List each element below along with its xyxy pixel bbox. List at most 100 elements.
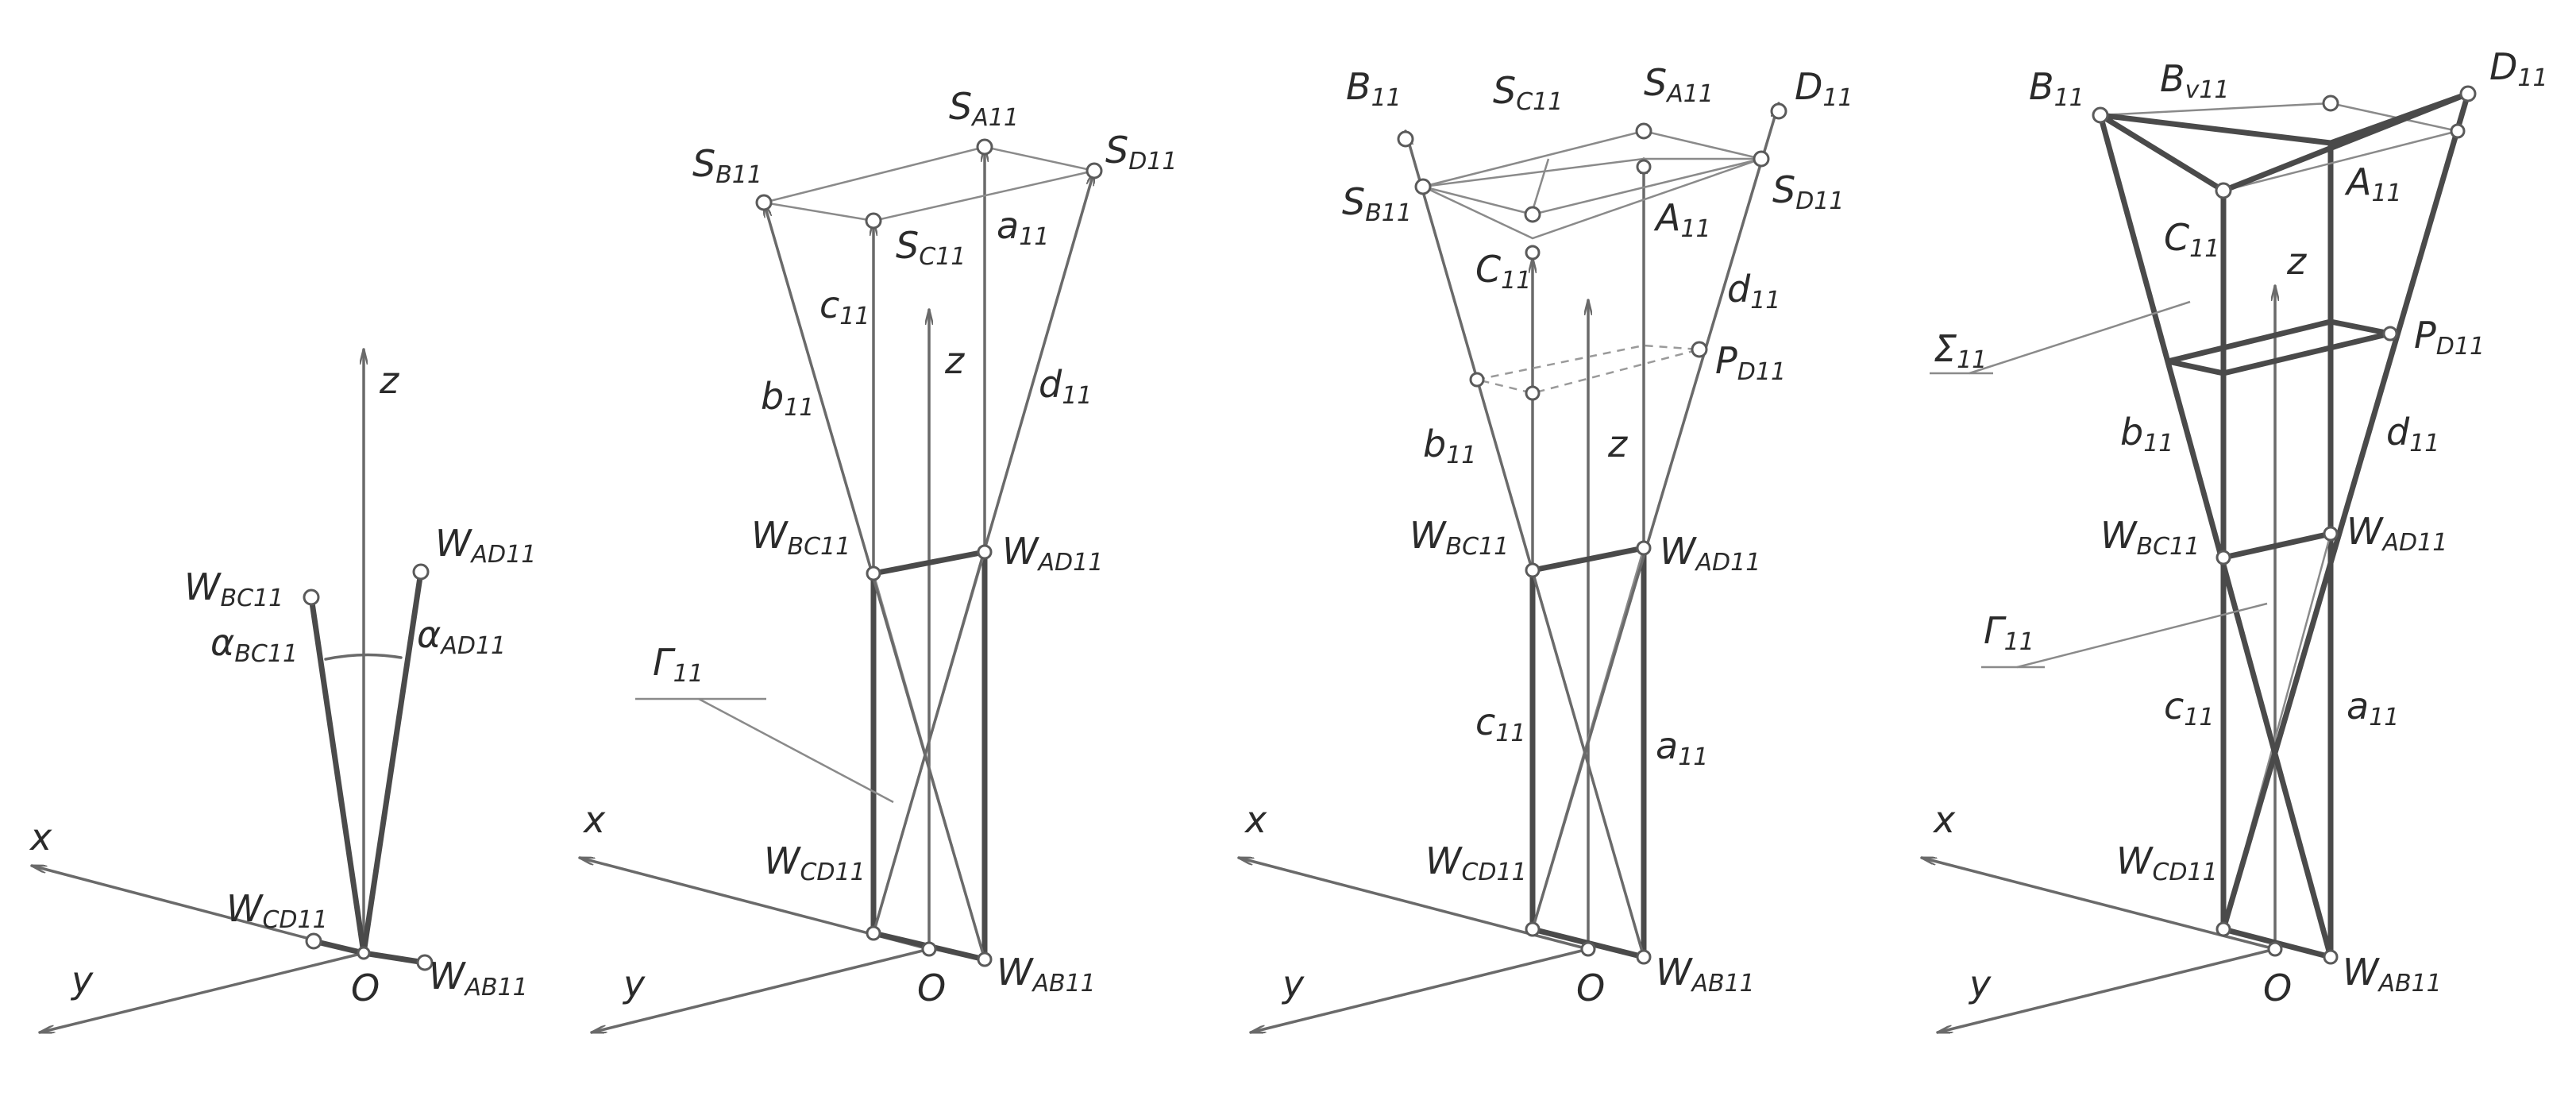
point-origin (921, 941, 937, 957)
point-w-bc (2215, 550, 2231, 565)
point-w-bc (866, 565, 881, 581)
label-C: C11 (1475, 248, 1531, 295)
label-B: B11 (1346, 65, 1402, 112)
vector-d (1531, 102, 1780, 931)
label-c: c11 (819, 284, 870, 330)
label-y: y (622, 963, 646, 1005)
vector-w-bc (308, 594, 367, 956)
label-w-cd: WCD11 (226, 887, 328, 934)
label-gamma: Γ11 (1984, 609, 2034, 656)
label-origin: O (351, 967, 380, 1009)
point-B (2092, 106, 2109, 124)
x-axis (1920, 856, 2277, 951)
point-origin (2267, 941, 2283, 957)
point-w-ab (1636, 949, 1652, 965)
label-A: A11 (2344, 160, 2402, 207)
point-origin (357, 946, 371, 960)
point-D-lower (2450, 123, 2466, 139)
label-c: c11 (2164, 685, 2214, 731)
leader-gamma (2016, 602, 2268, 669)
point-w-ad (977, 544, 993, 560)
vector-b (1404, 129, 1645, 959)
label-sigma: Σ11 (1934, 327, 1987, 374)
edge-w-bc-w-ad (1529, 545, 1647, 573)
section-sigma (2165, 318, 2393, 376)
point-section-b (1469, 372, 1485, 388)
point-s-c (865, 212, 882, 230)
top-plane (763, 145, 1095, 222)
label-d: d11 (2386, 411, 2439, 457)
point-s-c (1524, 206, 1541, 223)
label-y: y (70, 959, 94, 1001)
label-s-c: SC11 (896, 224, 966, 271)
vector-w-ad (361, 569, 424, 956)
label-w-ad: WAD11 (1660, 530, 1760, 577)
label-a: a11 (997, 204, 1049, 251)
point-c (1525, 245, 1541, 260)
label-s-b: SB11 (1342, 180, 1412, 227)
label-w-ad: WAD11 (2347, 510, 2447, 557)
point-s-a (976, 138, 993, 156)
label-w-bc: WBC11 (751, 514, 850, 561)
vector-w-cd (310, 938, 367, 956)
y-axis (590, 947, 931, 1034)
label-w-cd: WCD11 (1425, 839, 1527, 886)
point-origin (1580, 941, 1596, 957)
point-s-b (1414, 178, 1432, 195)
label-y: y (1968, 963, 1992, 1005)
label-x: x (29, 816, 52, 859)
point-D (2459, 85, 2477, 102)
label-s-a: SA11 (1644, 61, 1714, 108)
label-origin: O (2263, 967, 2292, 1009)
label-w-bc: WBC11 (2100, 514, 2200, 561)
leader-gamma (698, 697, 894, 804)
y-axis (1936, 947, 2277, 1034)
label-alpha-ad: αAD11 (417, 613, 506, 660)
label-x: x (1244, 798, 1267, 841)
point-s-a (1635, 122, 1652, 140)
label-z: z (379, 359, 399, 402)
point-d (1770, 102, 1787, 120)
point-w-ad (2323, 526, 2339, 542)
point-b (1397, 130, 1414, 148)
figure-2: SB11 SA11 SD11 SC11 a11 c11 z d11 b11 WB… (578, 85, 1177, 1034)
point-s-d (1086, 162, 1103, 179)
label-a: a11 (1656, 724, 1708, 771)
label-origin: O (917, 967, 946, 1009)
top-plane-upper (1422, 129, 1762, 216)
label-s-a: SA11 (949, 85, 1019, 132)
label-s-b: SB11 (692, 142, 762, 189)
angle-arc (324, 653, 403, 661)
edge-w-bc-w-ad (870, 549, 988, 577)
label-b: b11 (2120, 411, 2173, 457)
label-w-bc: WBC11 (1409, 514, 1509, 561)
label-d: d11 (1039, 363, 1092, 410)
label-p-d: PD11 (1715, 339, 1786, 386)
label-s-c: SC11 (1493, 69, 1563, 116)
point-w-cd (866, 925, 881, 941)
label-x: x (1932, 798, 1956, 841)
vector-b (762, 201, 986, 961)
point-w-ab (2323, 949, 2339, 965)
label-alpha-bc: αBC11 (210, 621, 298, 668)
point-w-ab (416, 954, 434, 971)
label-b: b11 (761, 375, 814, 422)
point-w-cd (305, 932, 322, 950)
point-w-bc (1525, 562, 1541, 578)
label-A: A11 (1653, 196, 1711, 243)
label-a: a11 (2347, 685, 2399, 731)
leader-s-c (1531, 158, 1550, 211)
figure-1: z x y O WBC11 WAD11 WCD11 WAB11 αBC11 αA… (29, 348, 536, 1034)
point-a (1636, 159, 1652, 175)
figure-3: B11 D11 SC11 SA11 SB11 SD11 C11 A11 d11 … (1237, 61, 1853, 1034)
label-w-cd: WCD11 (764, 839, 866, 886)
point-p-d (1691, 341, 1708, 358)
label-s-d: SD11 (1105, 129, 1177, 176)
label-Bv: Bv11 (2160, 57, 2230, 104)
figure-4: B11 Bv11 D11 A11 C11 z Σ11 PD11 b11 d11 … (1920, 45, 2548, 1034)
point-s-d (1753, 150, 1770, 168)
point-C (2215, 182, 2232, 199)
label-w-ad: WAD11 (1002, 530, 1103, 577)
point-p-d (2382, 326, 2398, 342)
